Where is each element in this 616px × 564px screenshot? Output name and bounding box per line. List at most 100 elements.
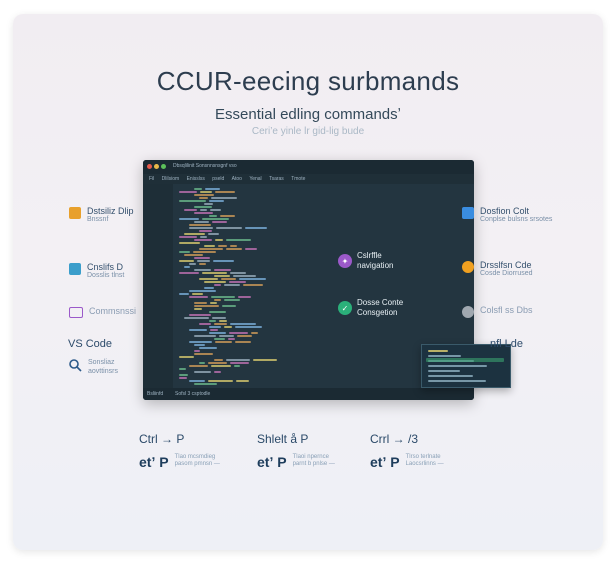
menu-item[interactable]: Tsaras bbox=[269, 176, 284, 182]
code-line bbox=[204, 281, 226, 283]
popup-line bbox=[428, 365, 487, 367]
popup-line bbox=[428, 350, 448, 352]
shortcut-keys: Crrl → /3 bbox=[370, 432, 418, 446]
menu-item[interactable]: pseld bbox=[212, 176, 225, 182]
search-feature[interactable]: Sonsliaz aovttinsrs bbox=[68, 358, 118, 376]
code-line bbox=[208, 233, 219, 235]
menu-item[interactable]: Dlilsiom bbox=[161, 176, 180, 182]
code-line bbox=[214, 359, 223, 361]
feature-right-1[interactable]: Dosfion Colt Conplse bulsns srsotes bbox=[462, 206, 552, 223]
code-line bbox=[184, 254, 203, 256]
code-line bbox=[179, 368, 186, 370]
code-line bbox=[224, 326, 232, 328]
code-line bbox=[179, 272, 199, 274]
code-line bbox=[214, 299, 221, 301]
code-line bbox=[224, 299, 240, 301]
menu-item[interactable]: Fil bbox=[149, 176, 155, 182]
code-line bbox=[194, 239, 212, 241]
code-line bbox=[194, 308, 202, 310]
code-line bbox=[194, 371, 211, 373]
code-line bbox=[226, 239, 251, 241]
feature-title: Dosfion Colt bbox=[480, 206, 530, 216]
search-desc: Sonsliaz bbox=[88, 359, 115, 366]
code-line bbox=[199, 362, 205, 364]
code-line bbox=[234, 365, 240, 367]
code-line bbox=[214, 284, 221, 286]
code-line bbox=[211, 365, 231, 367]
shortcut-desc-2: parnt b pnlse — bbox=[292, 461, 335, 467]
code-line bbox=[189, 290, 216, 292]
code-line bbox=[199, 278, 218, 280]
code-line bbox=[214, 275, 230, 277]
search-desc-2: aovttinsrs bbox=[88, 368, 118, 375]
editor-titlebar: Dbsqlilinit Sonsnnsnsgnf vso bbox=[143, 160, 474, 174]
code-line bbox=[189, 314, 211, 316]
popup-line bbox=[428, 375, 473, 377]
code-line bbox=[184, 266, 190, 268]
close-dot-icon[interactable] bbox=[147, 164, 152, 169]
popup-line bbox=[428, 355, 461, 357]
editor-window-title: Dbsqlilinit Sonsnnsnsgnf vso bbox=[173, 163, 237, 169]
code-line bbox=[210, 302, 217, 304]
search-icon bbox=[69, 359, 82, 372]
tagline: Ceri’e yinle lr gid-lig bude bbox=[251, 126, 365, 137]
code-area[interactable] bbox=[175, 184, 474, 388]
shortcut-glyph: etʼ P bbox=[257, 454, 287, 470]
palette-icon bbox=[462, 261, 474, 273]
feature-desc: Conplse bulsns srsotes bbox=[480, 216, 553, 223]
code-line bbox=[230, 245, 237, 247]
editor-sidebar bbox=[143, 184, 173, 388]
code-line bbox=[194, 257, 210, 259]
terminal-icon bbox=[69, 263, 81, 275]
code-line bbox=[199, 197, 208, 199]
feature-left-2[interactable]: Cnslifs D Dosslis tlnst bbox=[69, 262, 124, 279]
code-line bbox=[194, 353, 213, 355]
code-line bbox=[179, 191, 197, 193]
autocomplete-popup[interactable] bbox=[421, 344, 511, 388]
code-line bbox=[214, 323, 227, 325]
code-line bbox=[189, 341, 212, 343]
code-line bbox=[236, 380, 249, 382]
code-line bbox=[233, 275, 256, 277]
code-line bbox=[219, 320, 227, 322]
code-line bbox=[197, 260, 210, 262]
code-line bbox=[194, 212, 213, 214]
code-line bbox=[212, 221, 227, 223]
code-line bbox=[194, 188, 202, 190]
code-line bbox=[192, 293, 203, 295]
callout-label-2: Consgetion bbox=[357, 308, 398, 317]
code-line bbox=[205, 188, 220, 190]
menu-item[interactable]: Atoo bbox=[231, 176, 242, 182]
menu-item[interactable]: Tmote bbox=[291, 176, 306, 182]
code-line bbox=[179, 242, 200, 244]
feature-left-3[interactable]: Commsnssi bbox=[69, 306, 136, 318]
menu-item[interactable]: Enisslss bbox=[186, 176, 205, 182]
feature-right-3[interactable]: Colsfl ss Dbs bbox=[462, 305, 533, 318]
feature-left-1[interactable]: Dstsiliz Dlip Bnssnf bbox=[69, 206, 134, 223]
feature-right-2[interactable]: Drsslfsn Cde Cosde Diorrused bbox=[462, 260, 533, 277]
feature-title: Cnslifs D bbox=[87, 262, 124, 272]
maximize-dot-icon[interactable] bbox=[161, 164, 166, 169]
shortcut-keys: Ctrl → P bbox=[139, 432, 185, 446]
code-line bbox=[238, 296, 251, 298]
sparkle-icon: ✓ bbox=[338, 301, 352, 315]
minimize-dot-icon[interactable] bbox=[154, 164, 159, 169]
code-line bbox=[211, 296, 235, 298]
code-line bbox=[179, 377, 187, 379]
menu-item[interactable]: Yenal bbox=[249, 176, 262, 182]
code-line bbox=[228, 338, 235, 340]
code-line bbox=[230, 323, 256, 325]
code-line bbox=[211, 197, 237, 199]
code-line bbox=[204, 203, 213, 205]
code-line bbox=[199, 347, 217, 349]
code-line bbox=[189, 263, 196, 265]
code-line bbox=[222, 305, 236, 307]
code-line bbox=[214, 269, 231, 271]
code-line bbox=[179, 236, 197, 238]
callout-label: Cslrffle bbox=[357, 251, 382, 260]
code-line bbox=[230, 272, 246, 274]
code-line bbox=[208, 380, 233, 382]
code-line bbox=[253, 359, 277, 361]
compass-icon: ✦ bbox=[338, 254, 352, 268]
